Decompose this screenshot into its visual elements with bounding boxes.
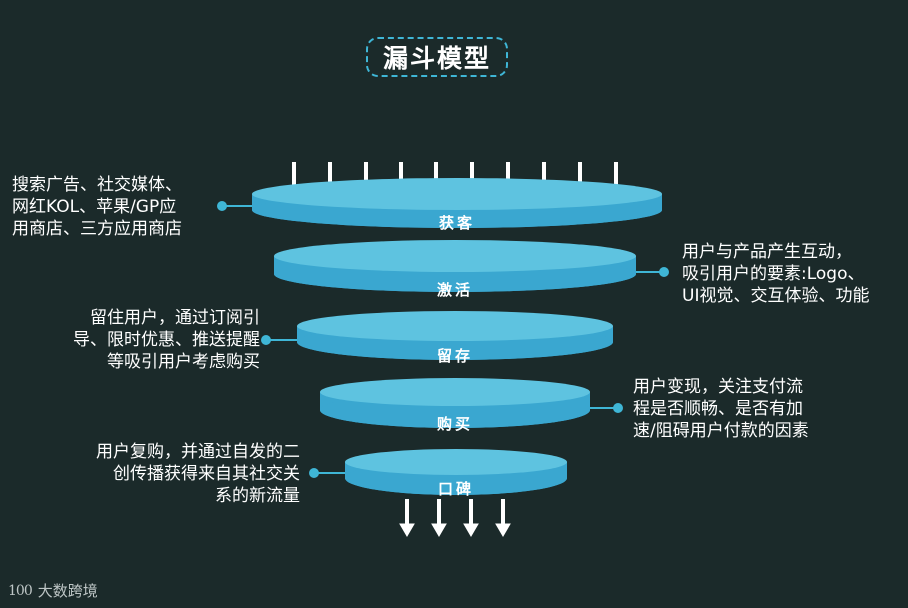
connector-stage-4	[590, 403, 623, 413]
connector-stage-5	[309, 468, 345, 478]
connector-stage-1	[217, 201, 252, 211]
connector-lines	[217, 201, 669, 478]
output-arrow-icon	[495, 499, 511, 537]
funnel-stage-5-disc	[345, 449, 567, 495]
funnel-stage-3-disc	[297, 311, 613, 360]
output-arrows	[399, 499, 511, 537]
stage-label-acquisition: 获客	[438, 214, 476, 232]
stage-1-description: 搜索广告、社交媒体、 网红KOL、苹果/GP应 用商店、三方应用商店	[12, 175, 182, 239]
diagram-title: 漏斗模型	[366, 37, 508, 77]
stage-5-description: 用户复购，并通过自发的二 创传播获得来自其社交关 系的新流量	[96, 442, 300, 506]
output-arrow-icon	[399, 499, 415, 537]
watermark-logo-icon: 100	[8, 582, 33, 599]
stage-label-word-of-mouth: 口碑	[437, 480, 475, 498]
connector-stage-3	[261, 335, 297, 345]
stage-2-description: 用户与产品产生互动， 吸引用户的要素:Logo、 UI视觉、交互体验、功能	[682, 242, 870, 306]
connector-stage-2	[636, 267, 669, 277]
output-arrow-icon	[431, 499, 447, 537]
watermark: 100 大数跨境	[8, 580, 98, 601]
stage-3-description: 留住用户，通过订阅引 导、限时优惠、推送提醒 等吸引用户考虑购买	[73, 308, 260, 372]
stage-label-purchase: 购买	[436, 415, 474, 433]
stage-label-retention: 留存	[436, 347, 474, 365]
output-arrow-icon	[463, 499, 479, 537]
funnel-stage-4-disc	[320, 378, 590, 428]
stage-4-description: 用户变现，关注支付流 程是否顺畅、是否有加 速/阻碍用户付款的因素	[633, 377, 809, 441]
watermark-text: 大数跨境	[37, 582, 98, 600]
stage-label-activation: 激活	[436, 281, 474, 299]
funnel-stage-1-disc	[252, 178, 662, 228]
funnel-stage-2-disc	[274, 240, 636, 292]
